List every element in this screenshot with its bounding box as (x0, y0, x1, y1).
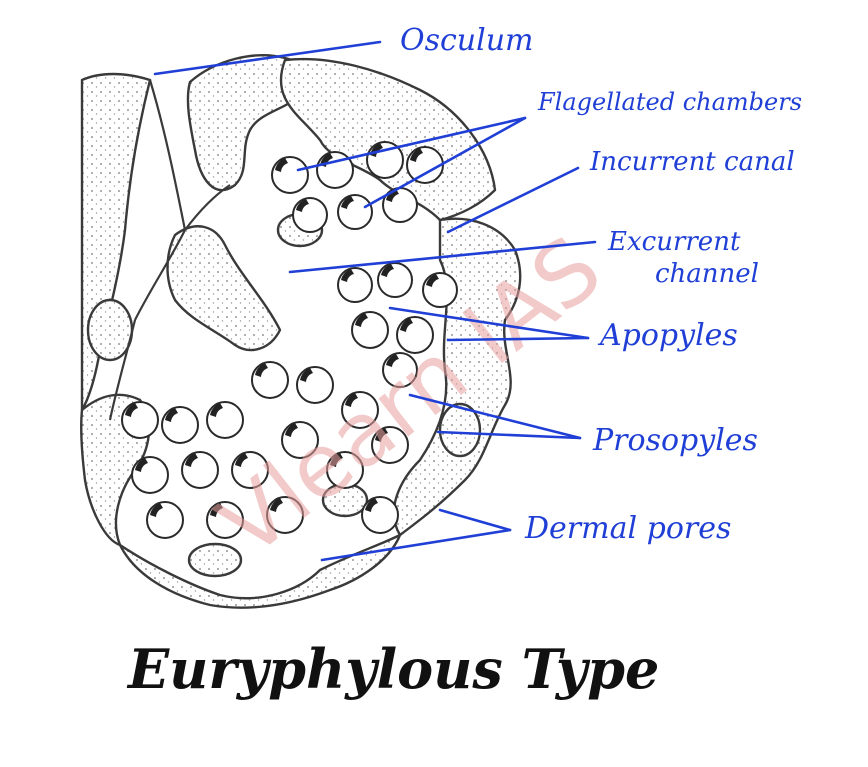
right-tissue (392, 217, 522, 537)
leader-incurrent (446, 166, 580, 234)
flagellated-chambers (121, 141, 458, 539)
leader-dermal-1 (438, 508, 512, 532)
diagram-title: Euryphylous Type (126, 637, 659, 701)
labels: Osculum Flagellated chambers Incurrent c… (400, 23, 802, 546)
label-flagellated-chambers: Flagellated chambers (537, 88, 802, 116)
tissue-island (187, 542, 243, 578)
leader-flagellated-2 (363, 116, 527, 209)
tissue-island (438, 402, 482, 458)
leader-excurrent (288, 240, 597, 274)
tissue-island (86, 298, 134, 362)
label-excurrent-line1: Excurrent (607, 227, 741, 257)
excurrent-channel-outline (108, 79, 231, 421)
leader-apopyles-2 (446, 336, 590, 342)
label-incurrent-canal: Incurrent canal (589, 147, 795, 177)
leader-dermal-2 (320, 528, 512, 562)
label-osculum: Osculum (400, 23, 533, 58)
label-apopyles: Apopyles (597, 318, 738, 353)
leader-prosopyles-2 (436, 430, 582, 440)
leader-apopyles-1 (388, 306, 590, 340)
leader-flagellated-1 (296, 116, 527, 172)
leader-osculum (153, 40, 382, 76)
label-prosopyles: Prosopyles (592, 423, 758, 458)
bottom-tissue (118, 533, 402, 609)
leader-prosopyles-1 (408, 393, 582, 440)
label-excurrent-line2: channel (655, 259, 759, 289)
label-dermal-pores: Dermal pores (524, 511, 731, 546)
leader-lines (153, 40, 597, 562)
central-stalk-tissue (166, 225, 282, 352)
sponge-body (80, 54, 522, 609)
